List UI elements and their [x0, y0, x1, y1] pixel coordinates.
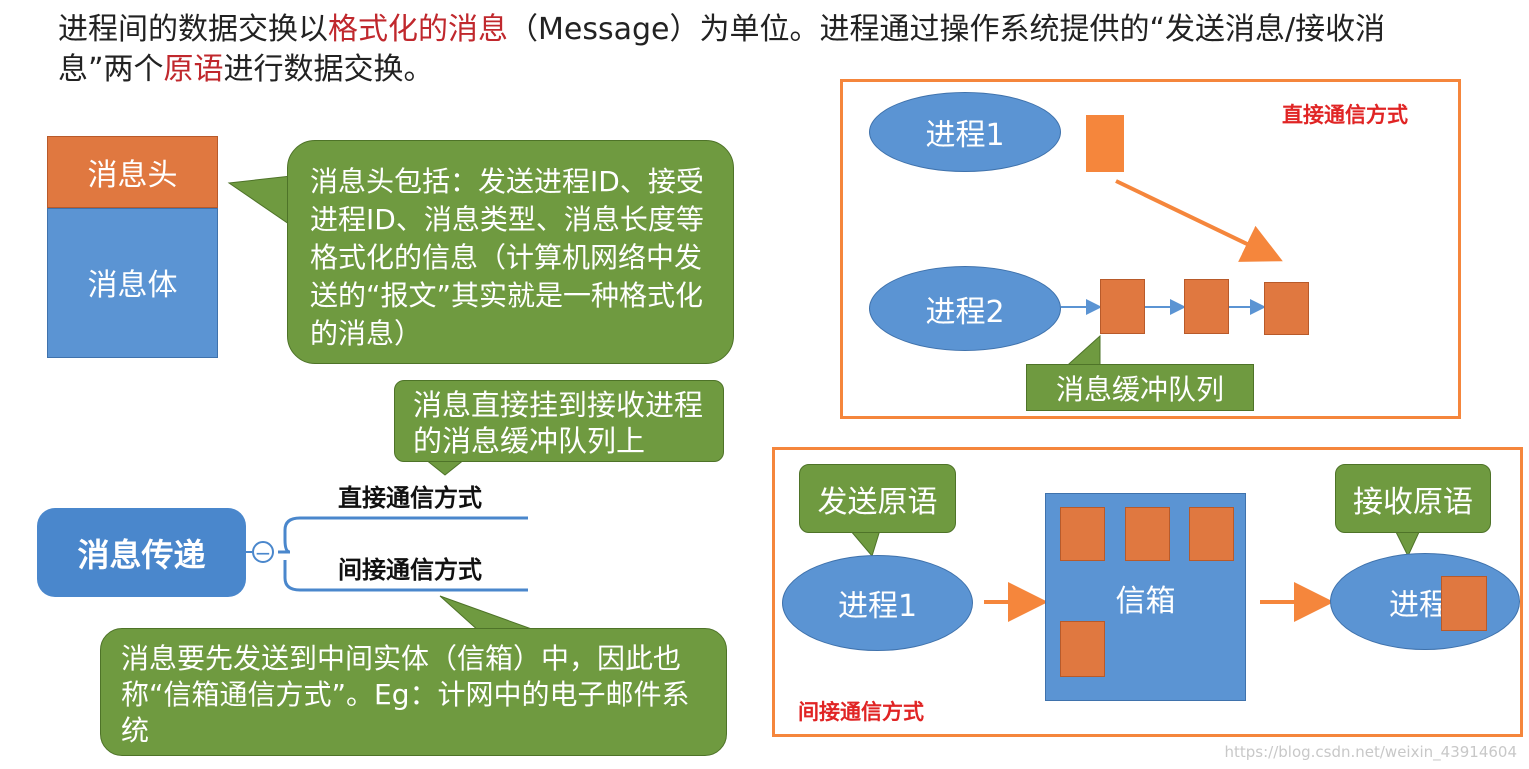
queue-label: 消息缓冲队列 [1026, 364, 1254, 411]
queue-message-3 [1264, 282, 1309, 335]
direct-diagram-frame [840, 79, 1461, 419]
indirect-process-2: 进程2 [1330, 553, 1520, 650]
mailbox-label: 信箱 [1115, 584, 1176, 619]
queue-message-2 [1184, 279, 1229, 334]
intro-text-2: （Message）为单位。进程通过操作系统提供的“发送消息/接收消息”两个 [58, 12, 1386, 87]
message-header-block: 消息头 [47, 136, 218, 208]
branch-direct-label[interactable]: 直接通信方式 [338, 484, 482, 512]
intro-paragraph: 进程间的数据交换以格式化的消息（Message）为单位。进程通过操作系统提供的“… [58, 10, 1408, 90]
intro-text-1: 进程间的数据交换以 [58, 12, 328, 47]
indirect-process-1: 进程1 [782, 555, 973, 651]
send-primitive-label: 发送原语 [799, 464, 956, 533]
direct-process-2: 进程2 [869, 266, 1061, 351]
branch-indirect-label[interactable]: 间接通信方式 [338, 556, 482, 584]
indirect-diagram-caption: 间接通信方式 [798, 700, 924, 724]
collapse-toggle-icon[interactable]: − [252, 541, 274, 563]
message-header-callout: 消息头包括：发送进程ID、接受进程ID、消息类型、消息长度等格式化的信息（计算机… [287, 140, 734, 364]
mailbox-message-4 [1060, 621, 1105, 677]
receive-primitive-label: 接收原语 [1335, 464, 1491, 533]
intro-highlight-message: 格式化的消息 [328, 12, 508, 47]
mailbox-message-3 [1189, 507, 1234, 561]
received-message [1441, 576, 1487, 631]
intro-highlight-primitive: 原语 [163, 52, 224, 87]
mailbox-message-1 [1060, 507, 1105, 561]
indirect-mode-callout: 消息要先发送到中间实体（信箱）中，因此也称“信箱通信方式”。Eg：计网中的电子邮… [100, 628, 727, 756]
direct-process-1: 进程1 [869, 92, 1061, 172]
watermark: https://blog.csdn.net/weixin_43914604 [1224, 743, 1517, 761]
message-body-block: 消息体 [47, 208, 218, 358]
direct-diagram-caption: 直接通信方式 [1282, 103, 1408, 127]
mailbox-message-2 [1125, 507, 1170, 561]
indirect-diagram-frame [772, 447, 1523, 737]
mindmap-root[interactable]: 消息传递 [37, 508, 246, 597]
queue-message-1 [1100, 279, 1145, 334]
direct-mode-callout: 消息直接挂到接收进程的消息缓冲队列上 [394, 380, 724, 462]
sending-message [1086, 115, 1124, 172]
intro-text-3: 进行数据交换。 [223, 52, 434, 87]
